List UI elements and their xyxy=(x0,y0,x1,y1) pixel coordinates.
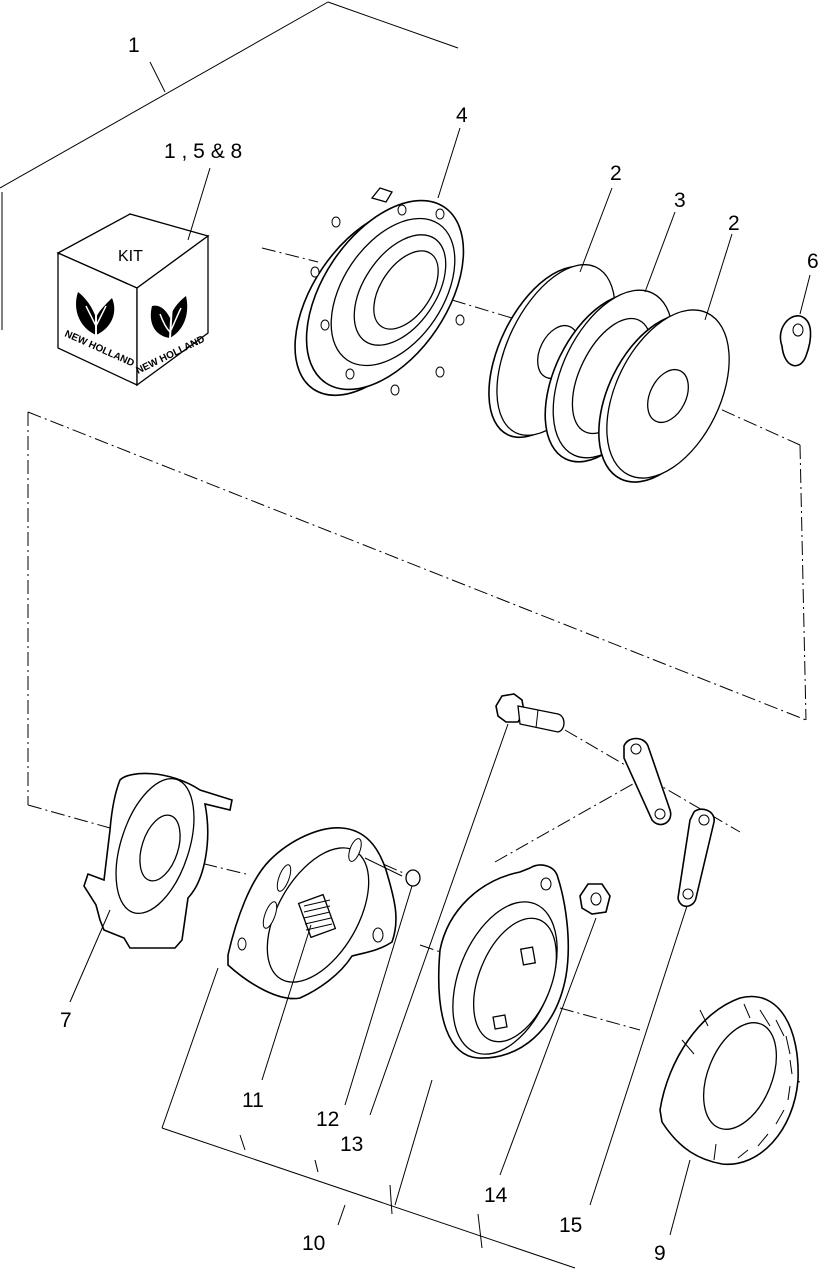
part-4-housing xyxy=(294,127,465,397)
callout-7: 7 xyxy=(60,1009,72,1032)
assembly-bracket-1 xyxy=(0,1,459,330)
callout-15: 15 xyxy=(559,1214,582,1237)
kit-label: KIT xyxy=(118,248,143,265)
new-holland-leaf-logo-left xyxy=(76,292,115,335)
callout-4: 4 xyxy=(456,104,468,127)
callout-13: 13 xyxy=(340,1133,363,1156)
callout-3: 3 xyxy=(674,189,686,212)
callout-1: 1 xyxy=(128,34,140,57)
callout-12: 12 xyxy=(316,1108,339,1131)
callout-11: 11 xyxy=(242,1089,264,1112)
callout-10: 10 xyxy=(302,1232,325,1255)
part-nut xyxy=(499,883,611,1176)
callout-labels: 1 1 , 5 & 8 4 2 3 2 6 7 11 12 13 10 14 1… xyxy=(60,34,819,1265)
callout-2-left: 2 xyxy=(610,162,622,185)
part-pressure-plate xyxy=(227,827,421,1106)
part-6-washer xyxy=(779,274,812,367)
kit-box: KIT NEW HOLLAND NEW HOLLAND xyxy=(56,167,211,387)
part-2-friction-disc-right xyxy=(598,233,733,483)
part-13-bolt xyxy=(369,693,565,1116)
part-7-collar xyxy=(69,772,233,1003)
callout-2-right: 2 xyxy=(728,212,740,235)
new-holland-leaf-logo-right xyxy=(150,296,188,339)
part-14-cam-plate xyxy=(394,864,570,1206)
part-links xyxy=(589,737,715,1206)
callout-9: 9 xyxy=(654,1242,666,1265)
callout-14: 14 xyxy=(484,1184,508,1207)
bottom-brackets xyxy=(161,967,576,1269)
callout-1-5-8: 1 , 5 & 8 xyxy=(164,140,242,163)
part-9-cooling-disc xyxy=(659,995,799,1236)
callout-6: 6 xyxy=(807,250,819,273)
